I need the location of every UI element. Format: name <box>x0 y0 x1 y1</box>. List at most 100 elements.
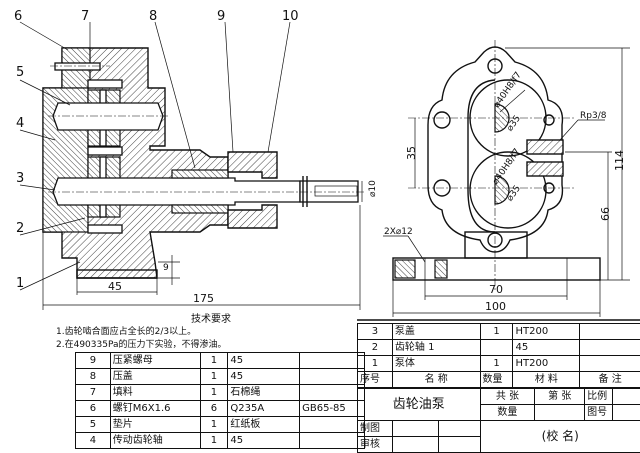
header-name: 名 称 <box>392 372 480 388</box>
part-material: 红纸板 <box>228 417 300 433</box>
part-name: 泵盖 <box>392 324 480 340</box>
drawing-no-value <box>613 405 640 421</box>
part-qty: 1 <box>480 356 513 372</box>
balloon-9: 9 <box>217 9 225 24</box>
dim-70: 70 <box>489 283 503 296</box>
port-upper <box>527 140 563 154</box>
drive-shaft <box>53 178 300 205</box>
part-note <box>300 385 365 401</box>
part-no: 2 <box>358 340 393 356</box>
part-note <box>580 356 640 372</box>
header-note: 备 注 <box>580 372 640 388</box>
mount-holes-label: 2X⌀12 <box>384 227 413 237</box>
dim-175: 175 <box>193 292 214 305</box>
part-no: 1 <box>358 356 393 372</box>
balloon-10: 10 <box>282 9 299 24</box>
dim-9: 9 <box>163 263 169 273</box>
tech-item-2: 2.在490335Pa的压力下实验，不得渗油。 <box>56 339 231 352</box>
port-thread-label: Rp3/8 <box>580 111 607 121</box>
balloon-8: 8 <box>149 9 157 24</box>
tech-title: 技术要求 <box>56 313 231 326</box>
shaft-extension <box>300 181 358 202</box>
packing <box>172 170 228 178</box>
checked-by-label: 审核 <box>358 437 393 453</box>
part-name: 填料 <box>110 385 200 401</box>
sheets-total: 共 张 <box>480 389 535 405</box>
dim-100: 100 <box>485 300 506 313</box>
part-qty: 1 <box>200 417 228 433</box>
part-no: 7 <box>76 385 111 401</box>
balloon-5: 5 <box>16 65 24 80</box>
dim-66: 66 <box>599 207 612 221</box>
dim-shaft-dia: ⌀10 <box>368 180 378 197</box>
pin-mid <box>88 147 122 155</box>
quantity-label: 数量 <box>480 405 535 421</box>
part-note <box>300 433 365 449</box>
technical-requirements: 技术要求 1.齿轮啮合面应占全长的2/3以上。 2.在490335Pa的压力下实… <box>56 313 231 352</box>
drawn-by-label: 制图 <box>358 421 393 437</box>
title-block: 齿轮油泵 共 张 第 张 比例 数量 图号 制图 (校 名) 审核 <box>357 388 640 453</box>
header-no: 序号 <box>358 372 393 388</box>
front-section-view <box>43 48 365 278</box>
balloon-4: 4 <box>16 116 24 131</box>
header-qty: 数量 <box>480 372 513 388</box>
part-no: 3 <box>358 324 393 340</box>
part-material: 45 <box>228 353 300 369</box>
part-material: 石棉绳 <box>228 385 300 401</box>
part-material: Q235A <box>228 401 300 417</box>
balloon-7: 7 <box>81 9 89 24</box>
part-no: 4 <box>76 433 111 449</box>
dim-35: 35 <box>405 146 418 160</box>
part-material: HT200 <box>513 324 580 340</box>
part-qty: 1 <box>200 385 228 401</box>
gland-nut-bottom <box>228 205 277 228</box>
part-material: 45 <box>228 433 300 449</box>
drawing-title: 齿轮油泵 <box>358 389 481 421</box>
part-name: 垫片 <box>110 417 200 433</box>
part-note <box>300 369 365 385</box>
dim-45: 45 <box>108 280 122 293</box>
pin-top <box>88 80 122 88</box>
balloon-1: 1 <box>16 276 24 291</box>
part-qty <box>480 340 513 356</box>
header-material: 材 料 <box>513 372 580 388</box>
part-note: GB65-85 <box>300 401 365 417</box>
packing-lower <box>172 205 228 213</box>
scale-value <box>613 389 640 405</box>
screw <box>55 63 100 70</box>
gear-fit-bottom: ⌀40H8/f7 <box>491 147 523 187</box>
part-note <box>580 340 640 356</box>
part-name: 压紧螺母 <box>110 353 200 369</box>
part-qty: 1 <box>200 353 228 369</box>
school-name: (校 名) <box>480 421 640 453</box>
part-name: 螺钉M6X1.6 <box>110 401 200 417</box>
base <box>393 258 600 280</box>
drawing-no-label: 图号 <box>585 405 613 421</box>
balloon-6: 6 <box>14 9 22 24</box>
upper-gear-shaft <box>53 103 163 130</box>
part-note <box>300 353 365 369</box>
part-name: 传动齿轮轴 <box>110 433 200 449</box>
parts-header-row: 序号 名 称 数量 材 料 备 注 <box>358 372 640 388</box>
part-qty: 1 <box>200 369 228 385</box>
tech-item-1: 1.齿轮啮合面应占全长的2/3以上。 <box>56 326 231 339</box>
scale-label: 比例 <box>585 389 613 405</box>
part-material: 45 <box>513 340 580 356</box>
dim-114: 114 <box>613 150 626 171</box>
balloon-3: 3 <box>16 171 24 186</box>
part-name: 压盖 <box>110 369 200 385</box>
part-name: 泵体 <box>392 356 480 372</box>
part-no: 6 <box>76 401 111 417</box>
port-lower <box>527 162 563 176</box>
part-no: 9 <box>76 353 111 369</box>
part-note <box>580 324 640 340</box>
